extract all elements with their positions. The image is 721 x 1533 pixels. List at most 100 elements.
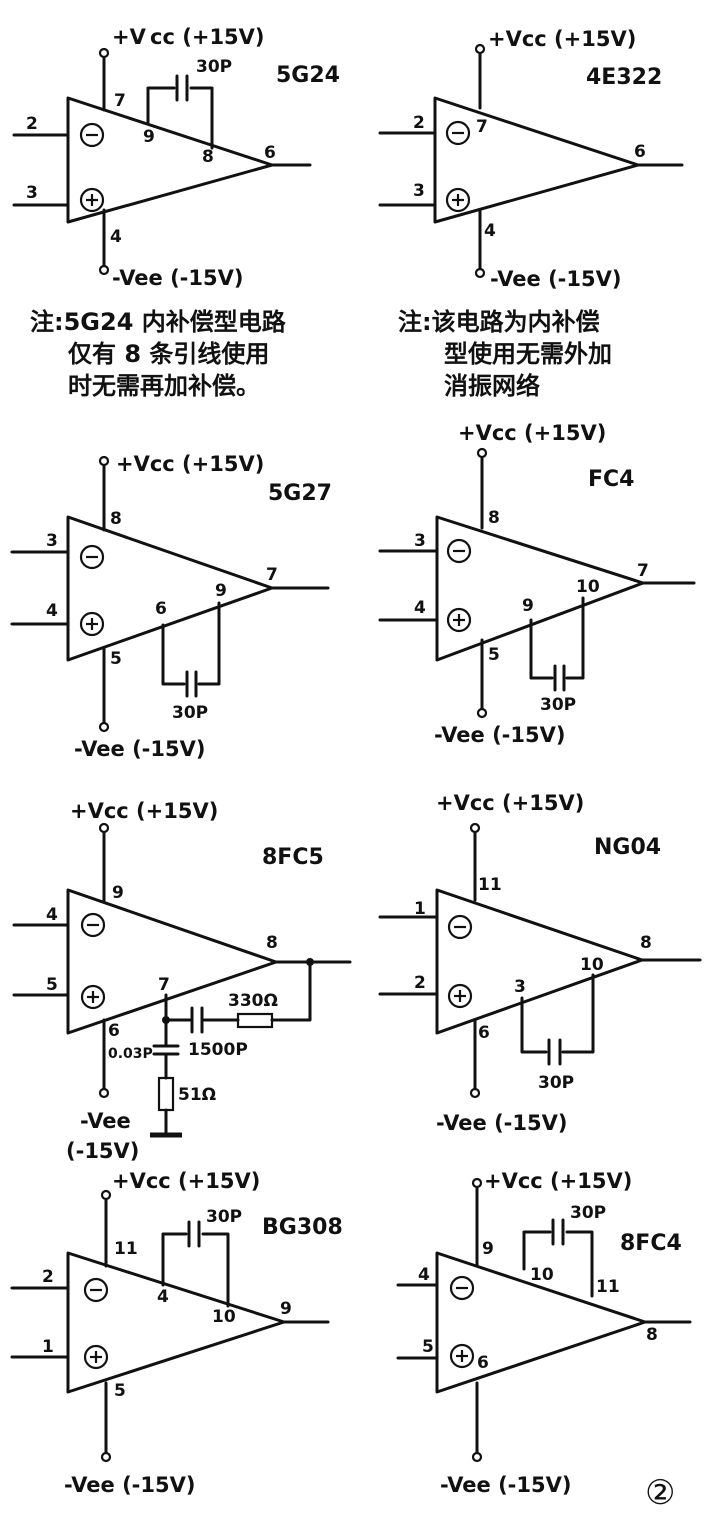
vee-label: -Vee (-15V) [74, 737, 205, 761]
vee-label-1: -Vee [80, 1109, 131, 1133]
pin-out: 6 [264, 143, 276, 163]
noninverting-symbol [79, 187, 105, 213]
model-label: 5G27 [268, 481, 332, 506]
vee-label: -Vee (-15V) [440, 1473, 571, 1497]
pin-vcc: 7 [476, 117, 488, 137]
pin-out: 8 [646, 1325, 658, 1345]
vee-label-2: (-15V) [66, 1139, 139, 1163]
pin-vcc: 8 [110, 509, 122, 529]
pin-inv: 1 [414, 899, 426, 919]
pin-comp-a: 6 [155, 599, 167, 619]
note-line-1: 注:该电路为内补偿 [398, 308, 600, 336]
pin-vee: 6 [477, 1353, 489, 1373]
vee-label: -Vee (-15V) [112, 266, 243, 290]
vee-label: -Vee (-15V) [490, 267, 621, 291]
pin-vcc: 11 [478, 875, 502, 895]
pin-inv: 2 [42, 1267, 54, 1287]
vcc-label: +V cc (+15V) [112, 25, 265, 49]
pin-comp-a: 3 [514, 977, 526, 997]
pin-noninv: 1 [42, 1337, 54, 1357]
inverting-symbol [79, 122, 105, 148]
pin-noninv: 4 [46, 601, 58, 621]
pin-vee: 5 [114, 1381, 126, 1401]
pin-noninv: 3 [413, 181, 425, 201]
pin-comp-a: 9 [522, 596, 534, 616]
vcc-label: +Vcc (+15V) [116, 452, 264, 476]
pin-inv: 2 [413, 113, 425, 133]
model-label: NG04 [594, 835, 661, 860]
resistor-330 [236, 1012, 274, 1029]
pin-comp-b: 10 [576, 577, 600, 597]
vcc-label: +Vcc (+15V) [458, 421, 606, 445]
model-label: 8FC4 [620, 1231, 682, 1256]
pin-noninv: 3 [26, 183, 38, 203]
pin-comp-a: 10 [530, 1265, 554, 1285]
pin-comp-b: 9 [215, 581, 227, 601]
opamp-triangle [433, 96, 640, 224]
figure-number: ② [645, 1473, 675, 1513]
pin-inv: 4 [418, 1265, 430, 1285]
cap-value: 30P [538, 1073, 574, 1093]
circuit-bg308: 2 1 11 5 9 4 10 30P BG308 +Vcc (+15V) -V… [10, 1169, 343, 1497]
pin-inv: 3 [46, 531, 58, 551]
pin-out: 9 [280, 1299, 292, 1319]
model-label: 8FC5 [262, 845, 324, 870]
pin-noninv: 2 [414, 973, 426, 993]
pin-out: 7 [637, 561, 649, 581]
resistor-51 [157, 1076, 175, 1112]
pin-vee: 6 [478, 1023, 490, 1043]
pin-comp-b: 10 [212, 1307, 236, 1327]
res-shunt-value: 51Ω [178, 1085, 216, 1105]
pin-out: 7 [266, 565, 278, 585]
opamp-triangle [66, 515, 274, 662]
pin-vcc: 7 [114, 91, 126, 111]
pin-comp-a: 4 [157, 1287, 169, 1307]
pin-inv: 3 [414, 531, 426, 551]
pin-comp-a: 9 [143, 127, 155, 147]
cap-shunt-value: 0.03P [108, 1046, 153, 1062]
opamp-triangle [66, 96, 274, 224]
pin-inv: 2 [26, 114, 38, 134]
cap-value: 30P [540, 695, 576, 715]
circuit-8fc4: 4 5 9 6 8 10 11 30P 8FC4 +Vcc (+15V) -Ve… [396, 1169, 692, 1497]
cap-value: 30P [206, 1207, 242, 1227]
opamp-triangle [435, 515, 645, 662]
opamp-triangle [435, 1251, 647, 1394]
pin-noninv: 4 [414, 598, 426, 618]
pin-vee: 5 [110, 649, 122, 669]
pin-comp-a: 7 [158, 975, 170, 995]
pin-vee: 4 [484, 221, 496, 241]
pin-vcc: 11 [114, 1239, 138, 1259]
opamp-triangle [66, 1251, 286, 1394]
vee-label: -Vee (-15V) [436, 1111, 567, 1135]
model-label: 4E322 [586, 65, 662, 90]
cap-value: 30P [570, 1203, 606, 1223]
pin-vcc: 9 [482, 1239, 494, 1259]
pin-out: 6 [634, 142, 646, 162]
pin-comp-b: 11 [596, 1277, 620, 1297]
comp-wire [146, 86, 176, 124]
vcc-label: +Vcc (+15V) [112, 1169, 260, 1193]
pin-comp-b: 8 [202, 147, 214, 167]
pin-out: 8 [266, 933, 278, 953]
note-line-3: 时无需再加补偿。 [68, 372, 260, 400]
cap-value: 30P [196, 57, 232, 77]
pin-noninv: 5 [422, 1337, 434, 1357]
vcc-label: +Vcc (+15V) [484, 1169, 632, 1193]
vee-label: -Vee (-15V) [434, 723, 565, 747]
circuit-fc4: 3 4 8 5 7 9 10 30P FC4 +Vcc (+15V) -Vee … [378, 421, 696, 747]
model-label: BG308 [262, 1215, 343, 1240]
pin-vcc: 8 [488, 508, 500, 528]
opamp-triangle [435, 888, 644, 1035]
pin-vcc: 9 [112, 883, 124, 903]
opamp-triangle [66, 888, 278, 1035]
circuit-8fc5: 4 5 9 6 8 7 1500P 330Ω 0.03P 51Ω 8FC5 +V… [12, 799, 352, 1163]
circuit-5g24: 2 3 7 4 6 9 8 30P 5G24 +V cc (+15V) -Vee… [12, 25, 340, 400]
note-line-1: 注:5G24 内补偿型电路 [30, 308, 287, 336]
pin-noninv: 5 [46, 975, 58, 995]
note-line-2: 型使用无需外加 [444, 340, 612, 368]
pin-vee: 6 [108, 1021, 120, 1041]
pin-vee: 4 [110, 227, 122, 247]
vcc-label: +Vcc (+15V) [488, 27, 636, 51]
